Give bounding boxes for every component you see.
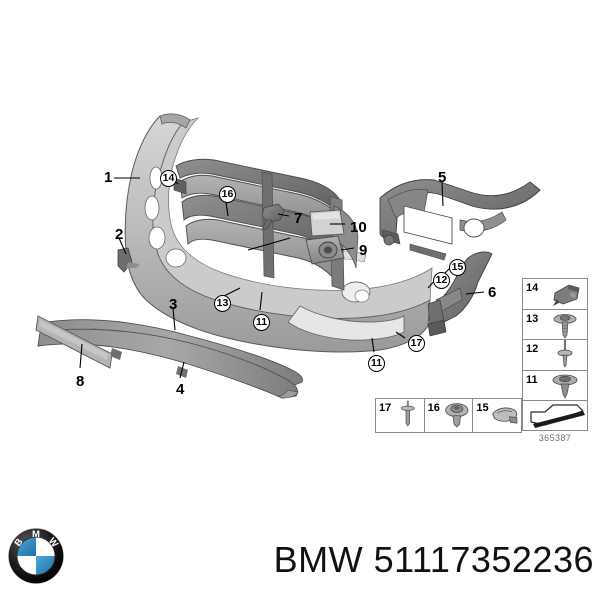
- part-14-bracket: [173, 177, 187, 195]
- part-9-sensor-housing: [305, 235, 345, 265]
- logo-letter-m: M: [32, 529, 40, 540]
- callout-11a: 11: [253, 314, 270, 331]
- fastener-legend-right: 14 13 12: [522, 278, 588, 431]
- part-10-tow-eye-cover: [309, 209, 345, 237]
- footer-part-label: BMW 51117352236: [273, 539, 594, 580]
- callout-1: 1: [104, 169, 113, 186]
- legend-number: 16: [427, 402, 440, 414]
- bmw-roundel-logo: B M W: [8, 528, 64, 584]
- part-2-clip: [117, 247, 140, 273]
- footer-bar: B M W BMW 51117352236: [0, 520, 600, 600]
- legend-item-13: 13: [523, 310, 587, 341]
- diagram-code: 365387: [538, 433, 572, 443]
- callout-13: 13: [214, 295, 231, 312]
- legend-item-16: 16: [425, 399, 474, 432]
- callout-3: 3: [169, 296, 178, 313]
- diagram-artwork: [35, 113, 541, 399]
- legend-number: 11: [526, 373, 538, 386]
- callout-9: 9: [359, 242, 368, 259]
- callout-8: 8: [76, 373, 85, 390]
- bracket-clip-icon: [553, 284, 580, 306]
- spring-clip-icon: [492, 407, 518, 424]
- callout-11b: 11: [368, 355, 385, 372]
- part-5-bumper-carrier: [379, 179, 541, 261]
- pin-rivet-icon: [400, 400, 415, 427]
- legend-item-17: 17: [376, 399, 425, 432]
- callout-14: 14: [160, 170, 177, 187]
- domed-nut-icon: [444, 403, 469, 428]
- legend-item-12: 12: [523, 340, 587, 371]
- callout-10: 10: [350, 219, 367, 236]
- arrow-pointer-icon: [530, 404, 585, 429]
- callout-16: 16: [219, 186, 236, 203]
- callout-6: 6: [488, 284, 497, 301]
- screw-with-washer-icon: [553, 313, 577, 339]
- callout-15: 15: [449, 259, 466, 276]
- legend-number: 17: [379, 402, 392, 414]
- part-7-clip: [261, 203, 285, 231]
- legend-item-15: 15: [473, 399, 521, 432]
- part-6-side-bracket: [427, 251, 493, 337]
- callout-12: 12: [433, 272, 450, 289]
- callout-7: 7: [294, 210, 303, 227]
- push-rivet-icon: [552, 374, 578, 399]
- legend-number: 14: [526, 282, 539, 294]
- legend-number: 15: [476, 402, 489, 414]
- part-8-trim-strip: [35, 315, 113, 369]
- legend-item-11: 11: [523, 371, 587, 402]
- long-thin-screw-icon: [557, 340, 573, 368]
- part-bumper-cover: [124, 113, 433, 353]
- callout-17: 17: [408, 335, 425, 352]
- fastener-legend-bottom: 17 16 15: [375, 398, 522, 433]
- callout-2: 2: [115, 226, 124, 243]
- callout-4: 4: [176, 381, 185, 398]
- legend-number: 13: [526, 312, 539, 325]
- legend-number: 12: [526, 343, 539, 356]
- legend-item-14: 14: [523, 279, 587, 310]
- callout-5: 5: [438, 169, 447, 186]
- legend-item-arrow: [523, 401, 587, 432]
